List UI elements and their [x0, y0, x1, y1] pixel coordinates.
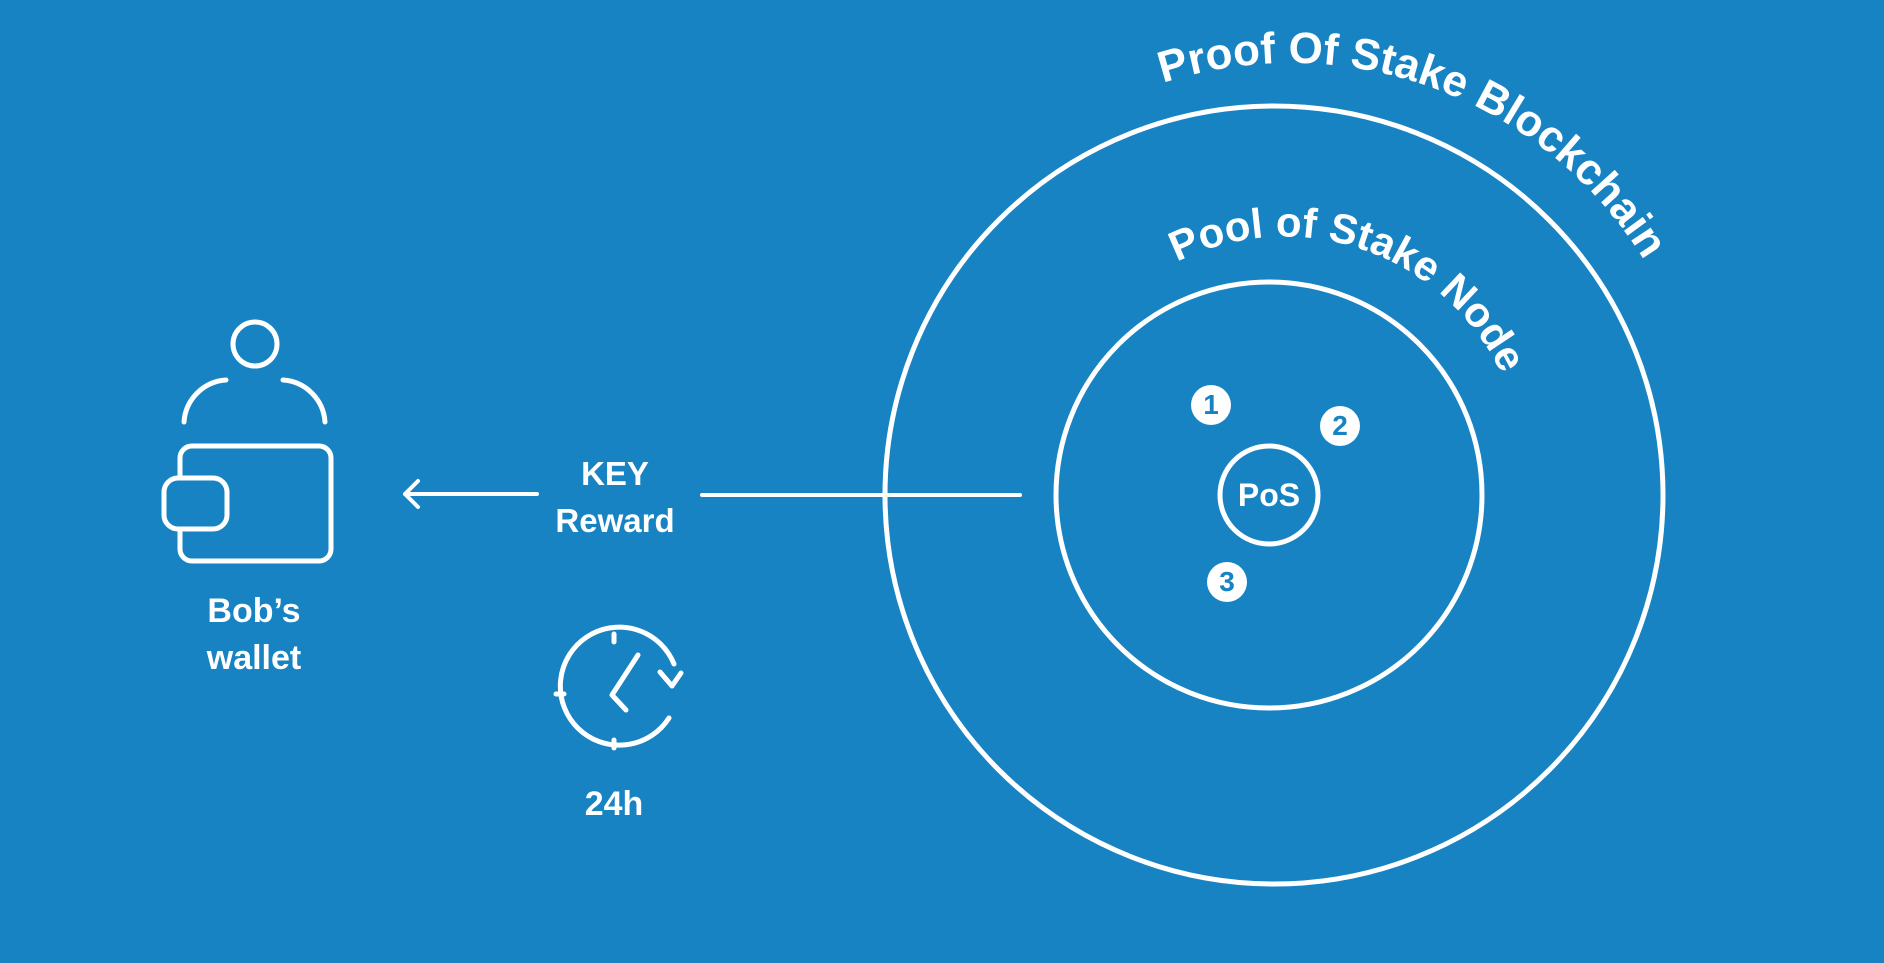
node-badge-3	[1207, 562, 1247, 602]
user-shoulder-right	[280, 377, 328, 425]
pos-label: PoS	[1237, 477, 1301, 513]
wallet-clasp-icon	[161, 475, 230, 532]
time-label: 24h	[584, 785, 644, 823]
reward-label-line2: Reward	[555, 502, 675, 539]
user-wallet-icon	[161, 319, 334, 564]
wallet-label-line1: Bob’s	[207, 592, 301, 630]
user-head-icon	[230, 319, 280, 369]
node-number-3: 3	[1219, 566, 1235, 597]
arrow-left-icon	[403, 479, 539, 509]
node-number-2: 2	[1332, 410, 1348, 441]
user-shoulder-left	[181, 377, 229, 425]
blockchain-circle	[882, 103, 1666, 887]
wallet-label-line2: wallet	[206, 639, 302, 677]
reward-label: KEY Reward	[515, 450, 715, 544]
node-badge-2	[1320, 406, 1360, 446]
pos-circle	[1217, 443, 1321, 547]
pool-circle	[1053, 279, 1485, 711]
wallet-label: Bob’s wallet	[154, 588, 354, 682]
clock-refresh-icon	[553, 624, 684, 751]
node-badge-1	[1191, 385, 1231, 425]
reward-label-line1: KEY	[581, 455, 649, 492]
node-number-1: 1	[1203, 389, 1219, 420]
